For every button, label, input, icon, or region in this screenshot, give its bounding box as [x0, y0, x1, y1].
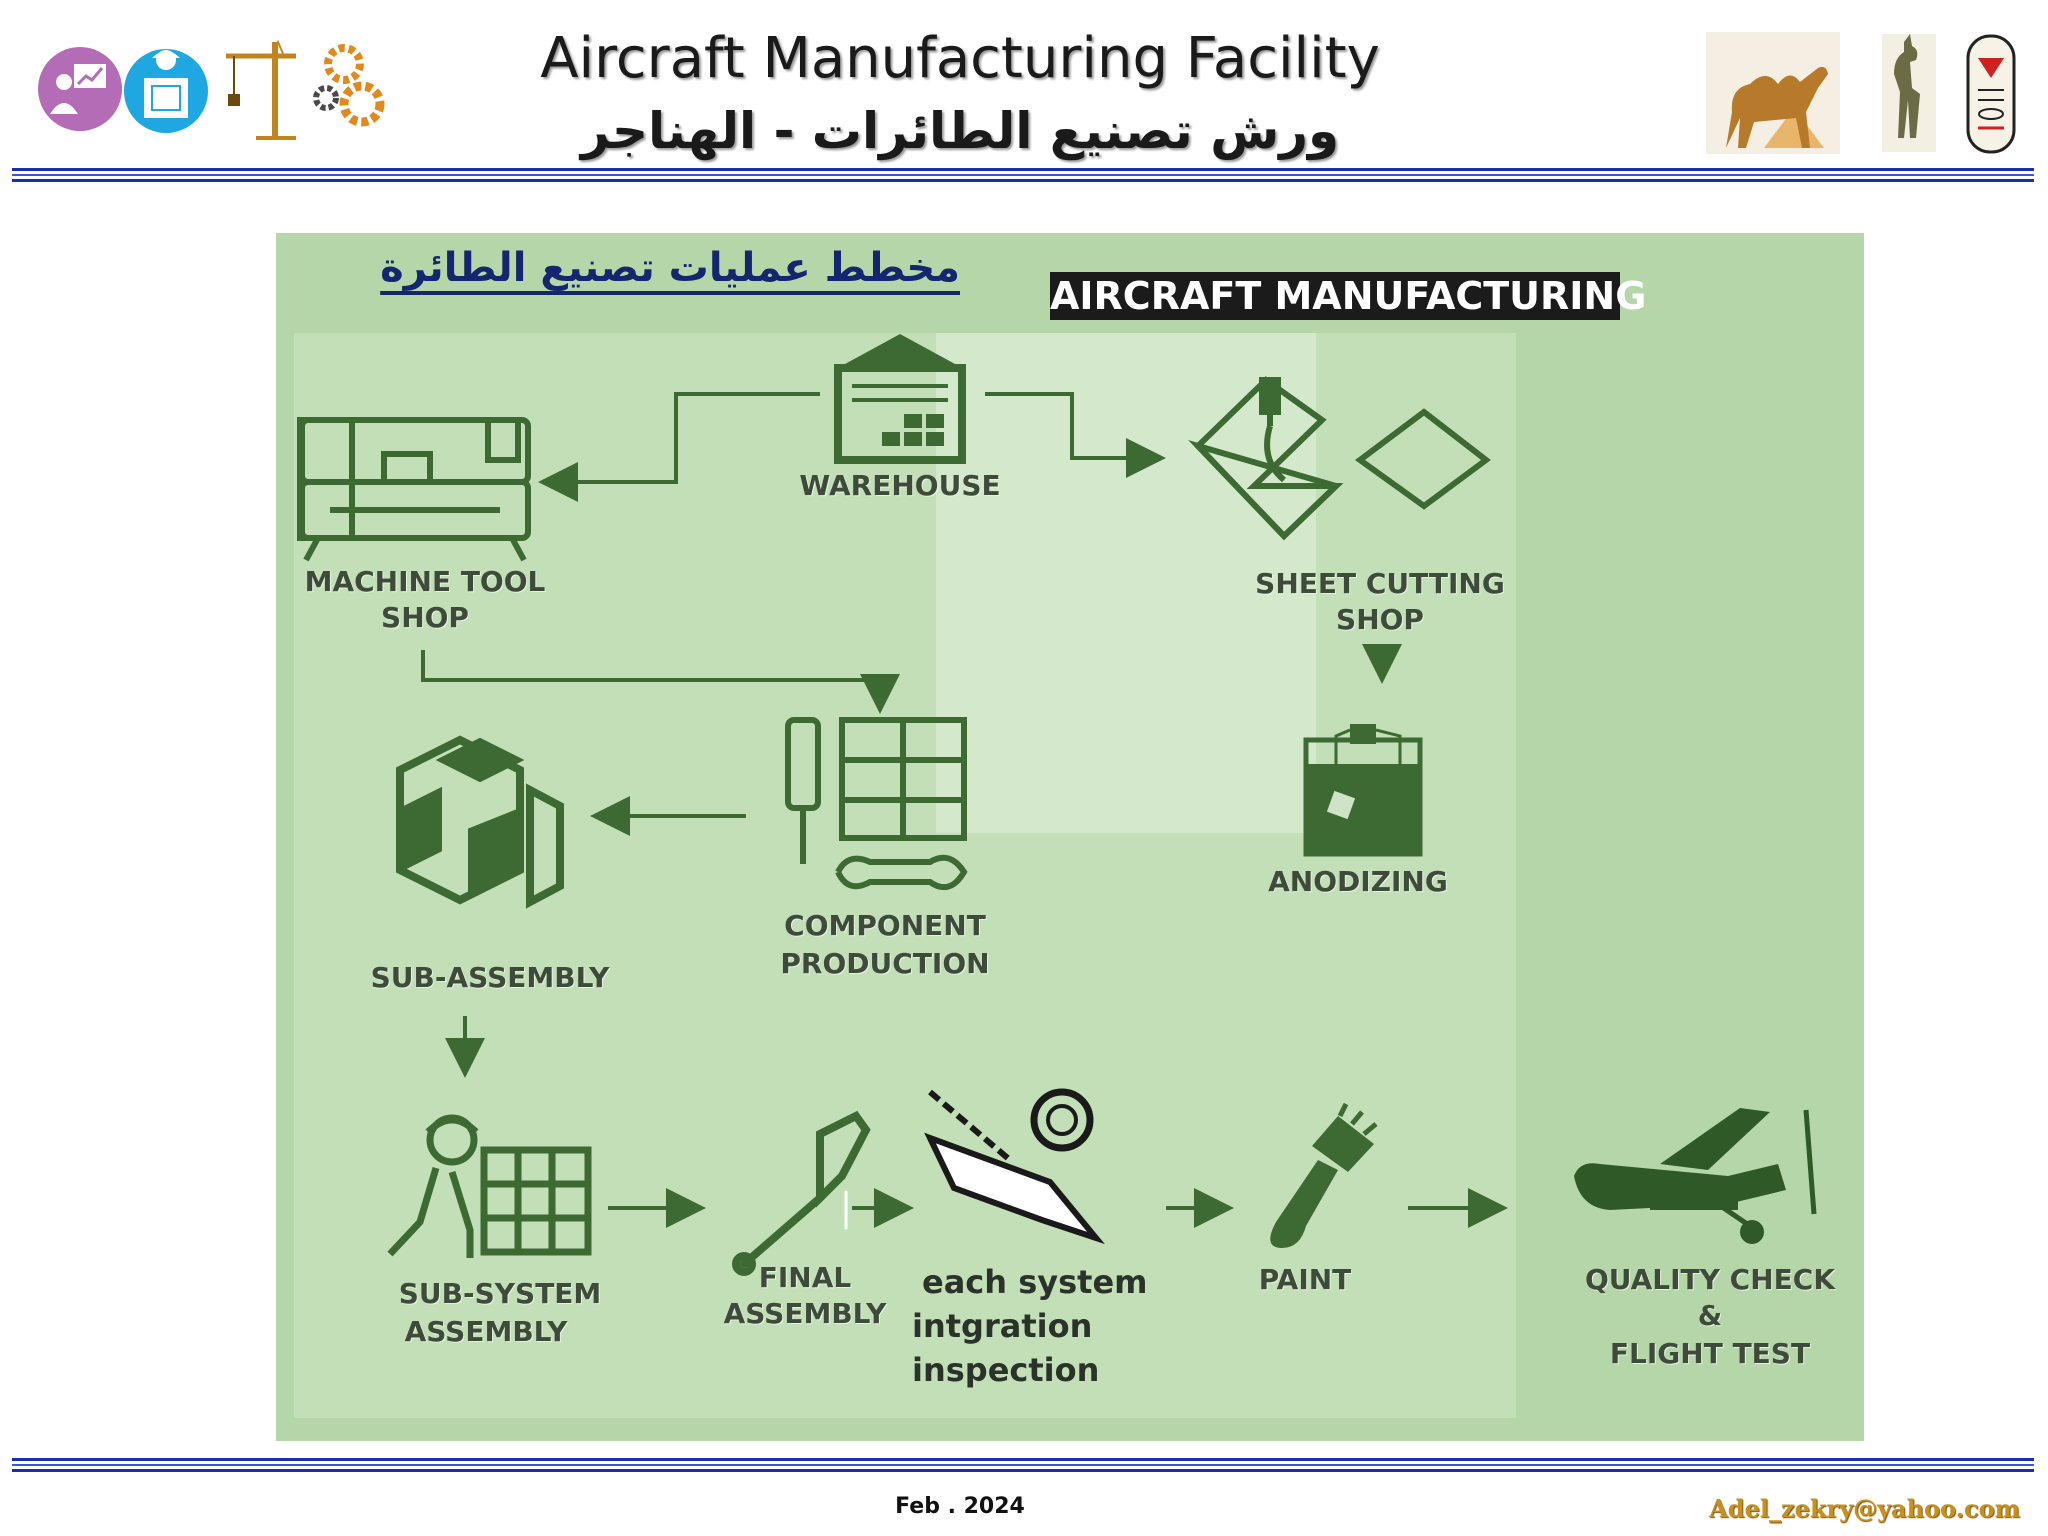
anodizing-tank-icon	[1303, 724, 1423, 857]
machine-tool-label-line1: MACHINE TOOL	[304, 565, 546, 598]
anodizing-label: ANODIZING	[1268, 865, 1448, 898]
arrow-machine-to-component	[421, 650, 900, 714]
header-icons-right	[1706, 28, 2026, 158]
paint-brush-icon	[1270, 1102, 1378, 1248]
footer-email: Adel_zekry@yahoo.com	[1709, 1494, 2020, 1523]
warehouse-icon	[834, 334, 966, 464]
warehouse-label: WAREHOUSE	[799, 469, 1001, 502]
component-label-line1: COMPONENT	[784, 909, 986, 942]
page-title-arabic: ورش تصنيع الطائرات - الهناجر	[580, 102, 1340, 160]
quality-label-line1: QUALITY CHECK	[1584, 1263, 1836, 1296]
component-label-line2: PRODUCTION	[780, 947, 990, 980]
arrow-warehouse-to-machine	[538, 392, 820, 502]
engineer-icon	[124, 49, 208, 133]
arrow-warehouse-to-sheet	[985, 392, 1166, 478]
page-title: Aircraft Manufacturing Facility	[540, 26, 1380, 91]
footer-date: Feb . 2024	[895, 1494, 1025, 1519]
inspection-icon	[924, 1088, 1105, 1245]
lathe-icon	[297, 417, 531, 562]
diagram-badge: AIRCRAFT MANUFACTURING	[1050, 272, 1647, 320]
sheet-cutting-icon	[1188, 376, 1491, 541]
machine-tool-label-line2: SHOP	[381, 601, 469, 634]
biplane-icon	[1574, 1108, 1817, 1244]
quality-label-line3: FLIGHT TEST	[1609, 1337, 1811, 1370]
footer-divider	[12, 1458, 2034, 1475]
diagram-title-arabic: مخطط عمليات تصنيع الطائرة	[380, 245, 960, 291]
sub-assembly-icon	[396, 735, 564, 909]
sheet-cutting-label-line2: SHOP	[1336, 603, 1424, 636]
quality-label-line2: &	[1697, 1299, 1723, 1332]
sub-system-label-line1: SUB-SYSTEM	[398, 1277, 602, 1310]
anubis-icon	[1882, 34, 1936, 152]
header-divider	[12, 168, 2034, 185]
final-assembly-label-line1: FINAL	[758, 1261, 852, 1294]
worker-icon	[387, 1114, 592, 1258]
header-icons-left	[34, 34, 404, 144]
sub-system-label-line2: ASSEMBLY	[404, 1315, 568, 1348]
final-assembly-label-line2: ASSEMBLY	[723, 1297, 887, 1330]
crane-icon	[226, 39, 296, 140]
inspection-label-line3: inspection	[912, 1351, 1100, 1389]
gears-icon	[313, 44, 385, 127]
screwdriver-icon	[732, 1110, 871, 1276]
inspection-label-line2: intgration	[912, 1307, 1093, 1345]
inspection-label-line1: each system	[922, 1263, 1148, 1301]
sub-assembly-label: SUB-ASSEMBLY	[370, 961, 610, 994]
paint-label: PAINT	[1258, 1263, 1352, 1296]
camel-pyramids-icon	[1706, 32, 1840, 154]
cartouche-icon	[1966, 34, 2016, 154]
presentation-icon	[38, 47, 122, 131]
component-production-icon	[785, 717, 968, 891]
sheet-cutting-label-line1: SHEET CUTTING	[1255, 567, 1505, 600]
